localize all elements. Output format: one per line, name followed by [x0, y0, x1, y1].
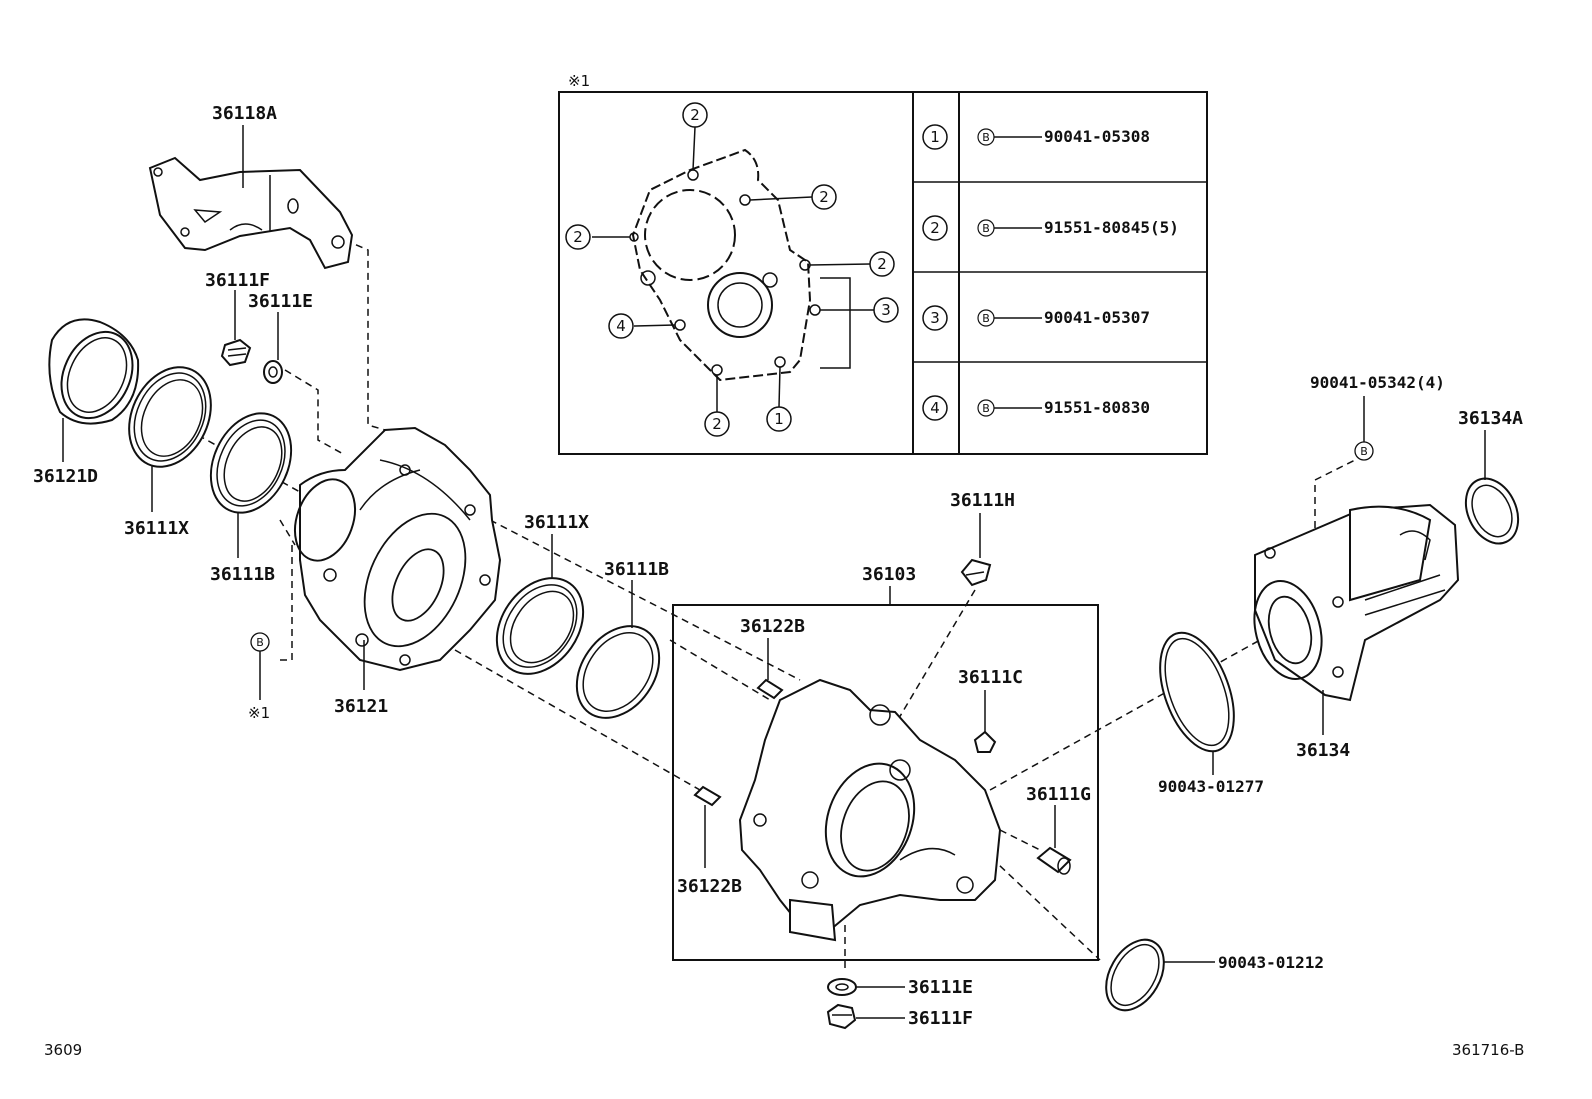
inset-table-row: 3 B 90041-05307 [922, 305, 1150, 331]
inset-callout-circle: 4 [608, 313, 634, 339]
note-marker-left: ※1 [248, 704, 270, 722]
label-90043-01277: 90043-01277 [1158, 777, 1264, 796]
inset-callout-circle: 2 [869, 251, 895, 277]
label-90043-01212: 90043-01212 [1218, 953, 1324, 972]
bracket-part [148, 156, 354, 270]
inset-callout-circle: 2 [565, 224, 591, 250]
label-36121D: 36121D [33, 466, 98, 487]
inset-callout-circle: 2 [704, 411, 730, 437]
svg-text:2: 2 [712, 415, 722, 433]
label-36103: 36103 [862, 564, 916, 585]
inset-table-row: 1 B 90041-05308 [922, 124, 1150, 150]
label-36111B-right: 36111B [604, 559, 669, 580]
label-36111F-bottom: 36111F [908, 1008, 973, 1029]
seal-36111X-right [495, 577, 585, 675]
inset-frame [558, 91, 1208, 455]
label-36111E-bottom: 36111E [908, 977, 973, 998]
label-36122B-lower: 36122B [677, 876, 742, 897]
assembly-frame [672, 604, 1099, 961]
svg-text:1: 1 [930, 128, 940, 146]
inset-callout-circle: 2 [682, 102, 708, 128]
svg-text:B: B [1360, 445, 1368, 458]
pin-lower-part [693, 785, 722, 807]
seal-36111B-right [575, 625, 661, 719]
label-36111X-left: 36111X [124, 518, 189, 539]
footer-left-code: 3609 [44, 1041, 82, 1059]
label-90041-05342: 90041-05342(4) [1310, 373, 1445, 392]
extension-seal-part [1464, 477, 1520, 545]
pin-g-part [1036, 846, 1072, 875]
label-36111F-top: 36111F [205, 270, 270, 291]
label-36111H: 36111H [950, 490, 1015, 511]
seal-36111X-left [128, 366, 212, 468]
svg-text:B: B [982, 131, 990, 144]
inset-part-number: 91551-80830 [1044, 398, 1150, 417]
svg-text:4: 4 [616, 317, 626, 335]
plug-bottom-part [826, 1003, 857, 1030]
plug-side-part [973, 730, 997, 753]
inset-table-row: 4 B 91551-80830 [922, 395, 1150, 421]
case-main-part [738, 678, 1002, 942]
inset-callout-circle: 3 [873, 297, 899, 323]
pin-upper-part [756, 678, 784, 700]
inset-part-number: 90041-05307 [1044, 308, 1150, 327]
label-36111B-left: 36111B [210, 564, 275, 585]
bolt-marker-right: B [1354, 441, 1374, 461]
label-36122B-upper: 36122B [740, 616, 805, 637]
label-36134: 36134 [1296, 740, 1350, 761]
svg-text:2: 2 [877, 255, 887, 273]
label-36111E-top: 36111E [248, 291, 313, 312]
inset-part-number: 90041-05308 [1044, 127, 1150, 146]
extension-housing-part [1253, 503, 1460, 702]
label-36111C: 36111C [958, 667, 1023, 688]
oring-large-part [1159, 631, 1235, 753]
inset-table-row: 2 B 91551-80845(5) [922, 215, 1179, 241]
inset-callout-circle: 1 [766, 406, 792, 432]
label-36121: 36121 [334, 696, 388, 717]
svg-text:2: 2 [930, 219, 940, 237]
inset-note-marker: ※1 [568, 72, 590, 90]
svg-text:B: B [982, 312, 990, 325]
svg-text:3: 3 [930, 309, 940, 327]
svg-text:B: B [256, 636, 264, 649]
gasket-top-part [263, 360, 283, 384]
label-36111X-right: 36111X [524, 512, 589, 533]
seal-36111B-left [209, 412, 293, 514]
oring-small-part [1105, 938, 1165, 1012]
inset-callout-circle: 2 [811, 184, 837, 210]
inset-detail: ※1 [558, 72, 1208, 455]
inset-part-number: 91551-80845(5) [1044, 218, 1179, 237]
plug-top-part [220, 338, 252, 367]
label-36134A: 36134A [1458, 408, 1523, 429]
svg-text:B: B [982, 402, 990, 415]
label-36111G: 36111G [1026, 784, 1091, 805]
bolt-marker-left: B [250, 632, 270, 652]
svg-text:B: B [982, 222, 990, 235]
svg-text:1: 1 [774, 410, 784, 428]
label-36118A: 36118A [212, 103, 277, 124]
svg-text:2: 2 [690, 106, 700, 124]
svg-text:2: 2 [573, 228, 583, 246]
gasket-bottom-part [827, 978, 857, 996]
breather-part [960, 558, 992, 587]
svg-text:3: 3 [881, 301, 891, 319]
footer-right-code: 361716-B [1452, 1041, 1524, 1059]
seal-36121D [48, 318, 140, 425]
svg-text:4: 4 [930, 399, 940, 417]
svg-text:2: 2 [819, 188, 829, 206]
case-front-part [294, 426, 502, 672]
